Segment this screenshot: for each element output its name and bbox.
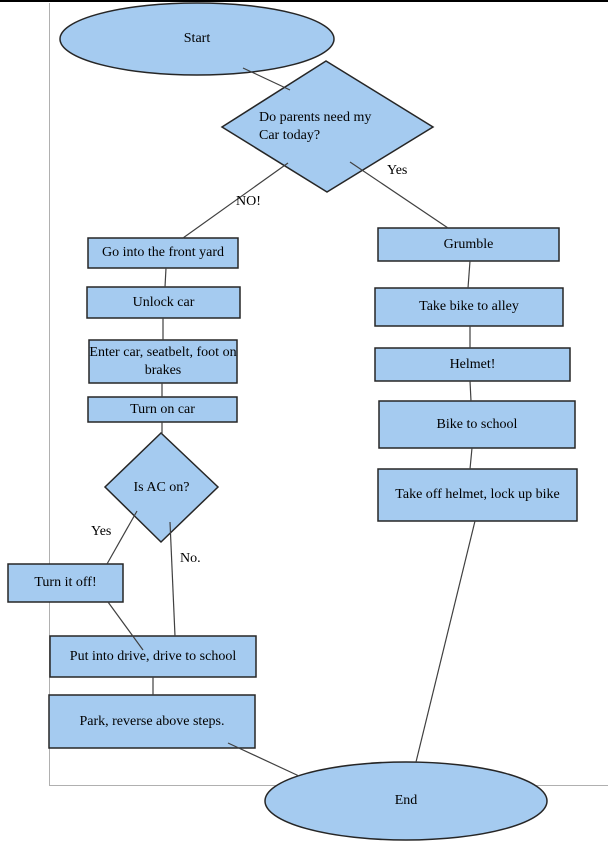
node-drive-to-school-box[interactable] [49, 635, 257, 678]
node-park-box[interactable] [48, 694, 256, 749]
node-bike-to-school-box[interactable] [378, 400, 576, 449]
node-unlock-car-box[interactable] [86, 286, 241, 319]
canvas-left-border [49, 3, 50, 785]
node-decision-ac-diamond[interactable] [103, 431, 220, 544]
node-helmet-box[interactable] [374, 347, 571, 382]
node-end-ellipse[interactable] [264, 761, 548, 841]
node-turn-on-car-box[interactable] [87, 396, 238, 423]
node-decision-parents-diamond[interactable] [220, 60, 435, 193]
node-enter-car-box[interactable] [88, 339, 238, 384]
node-front-yard-box[interactable] [87, 237, 239, 269]
node-start-ellipse[interactable] [59, 2, 335, 76]
node-lock-up-bike-box[interactable] [377, 468, 578, 522]
node-bike-to-alley-box[interactable] [374, 287, 564, 327]
node-turn-it-off-box[interactable] [7, 563, 124, 603]
page-top-border [0, 0, 608, 2]
node-grumble-box[interactable] [377, 227, 560, 262]
